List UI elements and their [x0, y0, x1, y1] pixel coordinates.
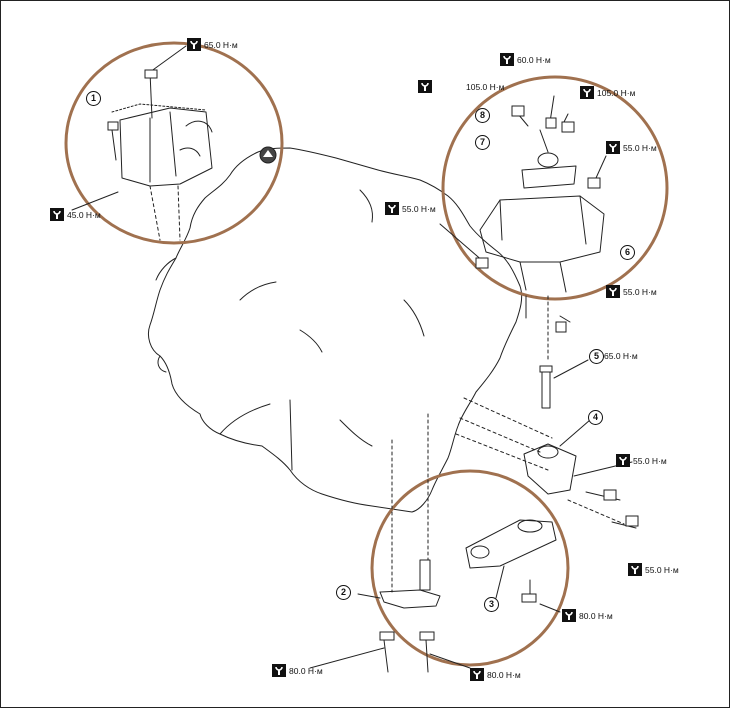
torque-label-t13: 80.0 Н·м [272, 664, 323, 677]
torque-value: 45.0 Н·м [67, 209, 101, 220]
torque-value: 60.0 Н·м [517, 54, 551, 65]
torque-label-t8: 55.0 Н·м [606, 285, 657, 298]
torque-label-t2: 45.0 Н·м [50, 208, 101, 221]
callout-5: 5 [589, 349, 604, 364]
engine-front-mark-icon [259, 146, 277, 164]
torque-label-t10: 55.0 Н·м [616, 454, 667, 467]
torque-label-t1: 65.0 Н·м [187, 38, 238, 51]
torque-value: 55.0 Н·м [633, 455, 667, 466]
torque-value: 55.0 Н·м [623, 142, 657, 153]
torque-label-t7: 55.0 Н·м [385, 202, 436, 215]
ring-bottom [370, 469, 570, 667]
torque-label-t6: 55.0 Н·м [606, 141, 657, 154]
torque-value: 55.0 Н·м [402, 203, 436, 214]
torque-wrench-icon [606, 141, 620, 154]
torque-wrench-icon [500, 53, 514, 66]
torque-label-t9: 65.0 Н·м [604, 351, 638, 361]
torque-value: 105.0 Н·м [466, 82, 505, 92]
torque-value: 55.0 Н·м [645, 564, 679, 575]
torque-label-t11: 55.0 Н·м [628, 563, 679, 576]
torque-wrench-icon [50, 208, 64, 221]
torque-label-t12: 80.0 Н·м [562, 609, 613, 622]
torque-value: 105.0 Н·м [597, 87, 636, 98]
callout-8: 8 [475, 108, 490, 123]
torque-wrench-icon [418, 80, 432, 93]
ring-top-right [441, 75, 669, 301]
torque-wrench-icon [272, 664, 286, 677]
callout-6: 6 [620, 245, 635, 260]
torque-value: 80.0 Н·м [289, 665, 323, 676]
torque-wrench-icon [385, 202, 399, 215]
engine-outline [147, 147, 523, 513]
callout-2: 2 [336, 585, 351, 600]
ring-top-left [64, 41, 284, 245]
torque-value: 55.0 Н·м [623, 286, 657, 297]
torque-wrench-icon [580, 86, 594, 99]
bracket-2 [379, 589, 441, 609]
bracket-4 [523, 443, 577, 495]
torque-wrench-icon [616, 454, 630, 467]
callout-4: 4 [588, 410, 603, 425]
torque-label-t3: 60.0 Н·м [500, 53, 551, 66]
callout-7: 7 [475, 135, 490, 150]
torque-wrench-icon [187, 38, 201, 51]
torque-value: 80.0 Н·м [579, 610, 613, 621]
mount-bracket-6 [479, 195, 605, 263]
torque-wrench-icon [628, 563, 642, 576]
torque-label-t14: 80.0 Н·м [470, 668, 521, 681]
torque-wrench-icon [470, 668, 484, 681]
torque-label-t5: 105.0 Н·м [580, 86, 635, 99]
callout-3: 3 [484, 597, 499, 612]
torque-wrench-icon [606, 285, 620, 298]
torque-wrench-icon [562, 609, 576, 622]
torque-value: 65.0 Н·м [204, 39, 238, 50]
torque-rod-3 [465, 519, 557, 569]
torque-value: 65.0 Н·м [604, 351, 638, 361]
torque-value: 80.0 Н·м [487, 669, 521, 680]
callout-1: 1 [86, 91, 101, 106]
torque-label-t4: 105.0 Н·м [466, 82, 504, 92]
